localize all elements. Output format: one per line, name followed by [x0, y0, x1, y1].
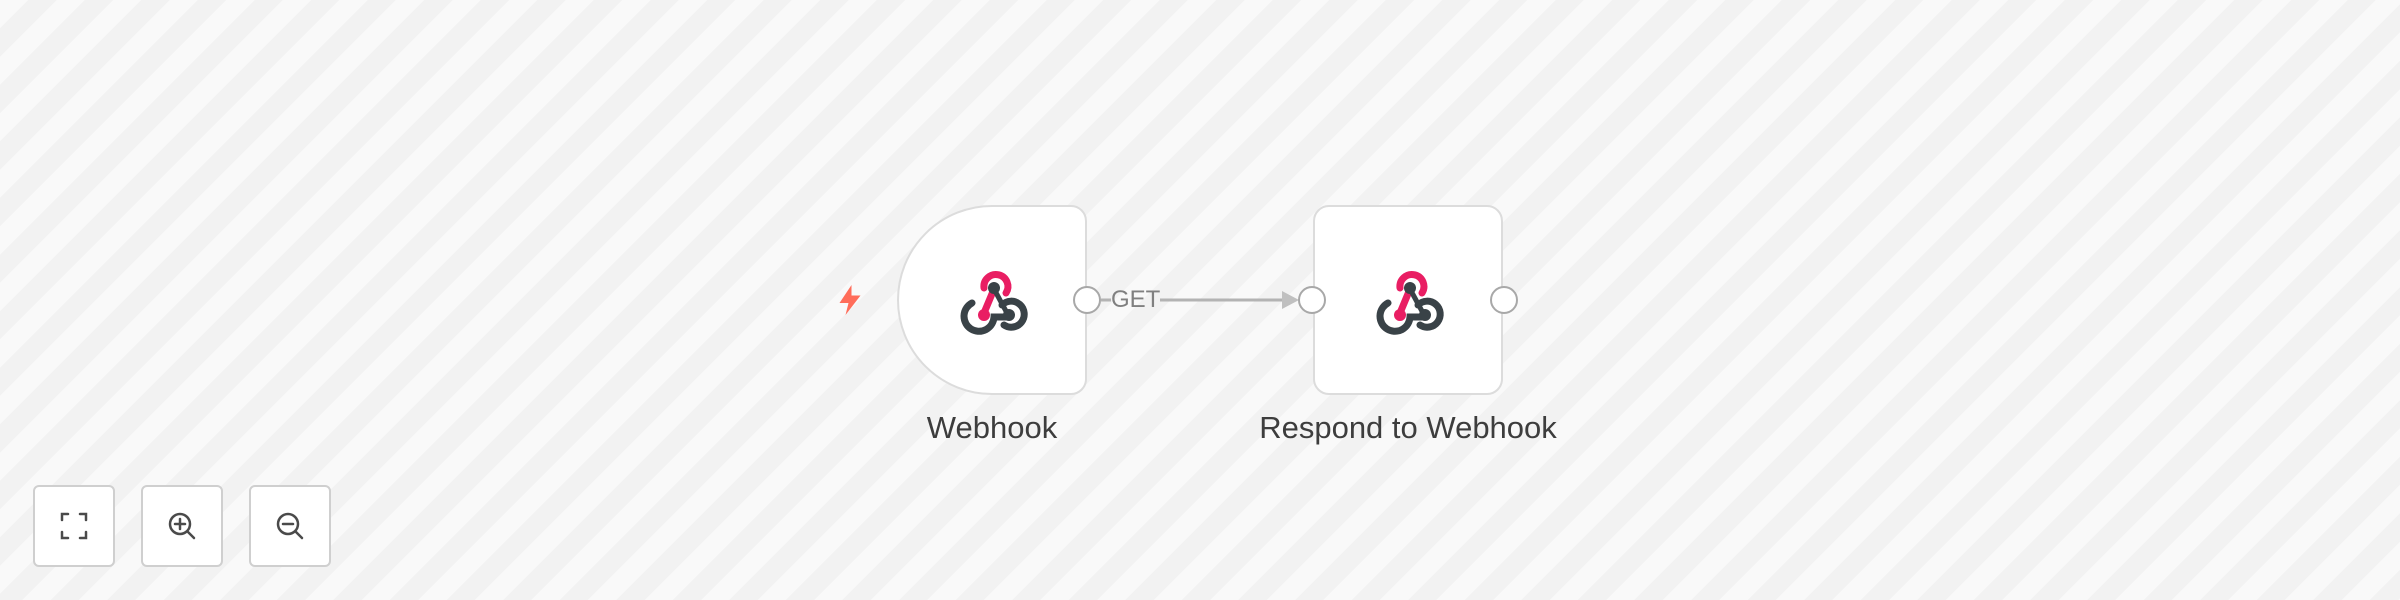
- trigger-bolt-icon: [839, 285, 861, 315]
- webhook-icon: [1376, 271, 1444, 335]
- node-label-webhook: Webhook: [926, 410, 1058, 445]
- webhook-icon: [960, 271, 1028, 335]
- zoom-to-fit-button[interactable]: [33, 485, 115, 567]
- output-handle-webhook[interactable]: [1073, 286, 1101, 314]
- output-handle-respond[interactable]: [1490, 286, 1518, 314]
- input-handle-respond[interactable]: [1298, 286, 1326, 314]
- node-label-respond-to-webhook: Respond to Webhook: [1259, 410, 1557, 445]
- node-webhook[interactable]: [897, 205, 1087, 395]
- edge-label-method: GET: [1111, 286, 1161, 313]
- zoom-out-icon: [276, 512, 304, 540]
- zoom-out-button[interactable]: [249, 485, 331, 567]
- fit-view-icon: [60, 512, 88, 540]
- zoom-in-icon: [168, 512, 196, 540]
- zoom-in-button[interactable]: [141, 485, 223, 567]
